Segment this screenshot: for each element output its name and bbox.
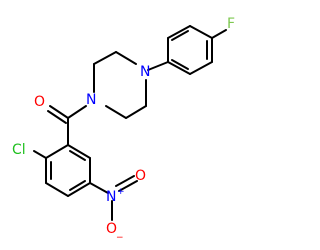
bond-n-o-double	[115, 175, 135, 187]
bond	[125, 105, 147, 119]
nitro-o-top-label: O	[135, 168, 146, 184]
bond	[45, 182, 69, 197]
nitro-n-label: N	[106, 189, 116, 205]
chlorine-label: Cl	[12, 142, 26, 158]
bond	[105, 105, 127, 119]
bond-c-cl	[33, 150, 47, 159]
bond	[167, 61, 191, 75]
bond	[167, 25, 191, 39]
bond-aryl-n	[147, 61, 169, 71]
bond	[67, 144, 91, 159]
bond	[115, 51, 137, 65]
bond-c-o-double	[47, 110, 67, 124]
bond-c-f	[211, 29, 227, 39]
carbonyl-group	[47, 105, 69, 124]
nitro-group	[111, 175, 138, 221]
piperazine-n-bottom-label: N	[86, 92, 96, 108]
bond	[93, 51, 117, 65]
bond	[189, 61, 213, 75]
double-bond-inner	[69, 180, 86, 191]
double-bond-inner	[171, 30, 189, 41]
nitro-o-bottom-label: O	[106, 221, 117, 237]
molecule-drawing: F N N O Cl N + O O −	[12, 16, 235, 243]
bond	[189, 25, 213, 39]
bond-n-carbonyl	[67, 105, 87, 119]
nitro-o-charge: −	[116, 233, 124, 243]
structure-diagram: F N N O Cl N + O O −	[12, 16, 235, 243]
fluorine-label: F	[227, 16, 235, 32]
bond-c-o	[49, 105, 69, 119]
nitro-n-charge: +	[117, 187, 125, 197]
carbonyl-oxygen-label: O	[34, 94, 45, 110]
bond	[67, 182, 91, 197]
double-bond-inner	[69, 150, 86, 161]
piperazine-ring	[93, 51, 147, 119]
piperazine-n-top-label: N	[140, 64, 150, 80]
double-bond-inner	[171, 59, 189, 70]
fluorophenyl-ring	[167, 25, 227, 75]
bond-n-o-double-inner	[118, 180, 138, 192]
chloronitrophenyl-ring	[33, 144, 109, 197]
bond-c-nitro	[89, 182, 109, 194]
bond	[45, 144, 69, 159]
